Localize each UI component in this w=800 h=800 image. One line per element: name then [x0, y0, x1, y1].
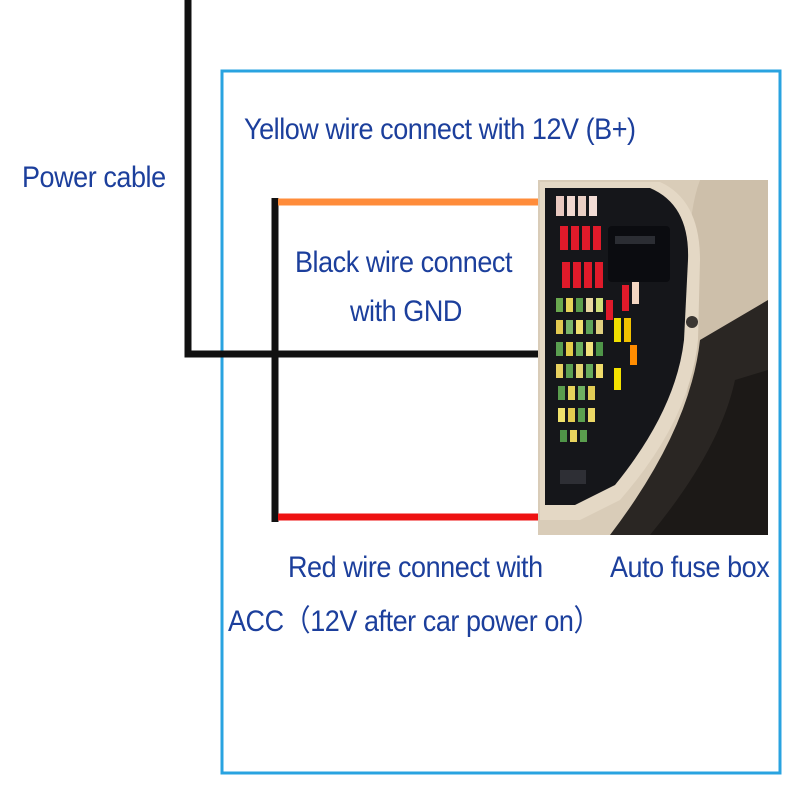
yellow-wire-label: Yellow wire connect with 12V (B+) [244, 113, 636, 146]
red-wire-label-line1: Red wire connect with [288, 551, 543, 584]
diagram-frame [220, 69, 782, 775]
power-cable-line [184, 0, 550, 358]
fuse-box-label: Auto fuse box [610, 551, 770, 584]
power-cable-label: Power cable [22, 161, 166, 194]
red-wire-label-line2: ACC（12V after car power on） [228, 605, 601, 638]
black-wire-label-line1: Black wire connect [295, 246, 512, 279]
car-fuse-box-icon [538, 180, 768, 535]
black-wire-label-line2: with GND [350, 295, 462, 328]
